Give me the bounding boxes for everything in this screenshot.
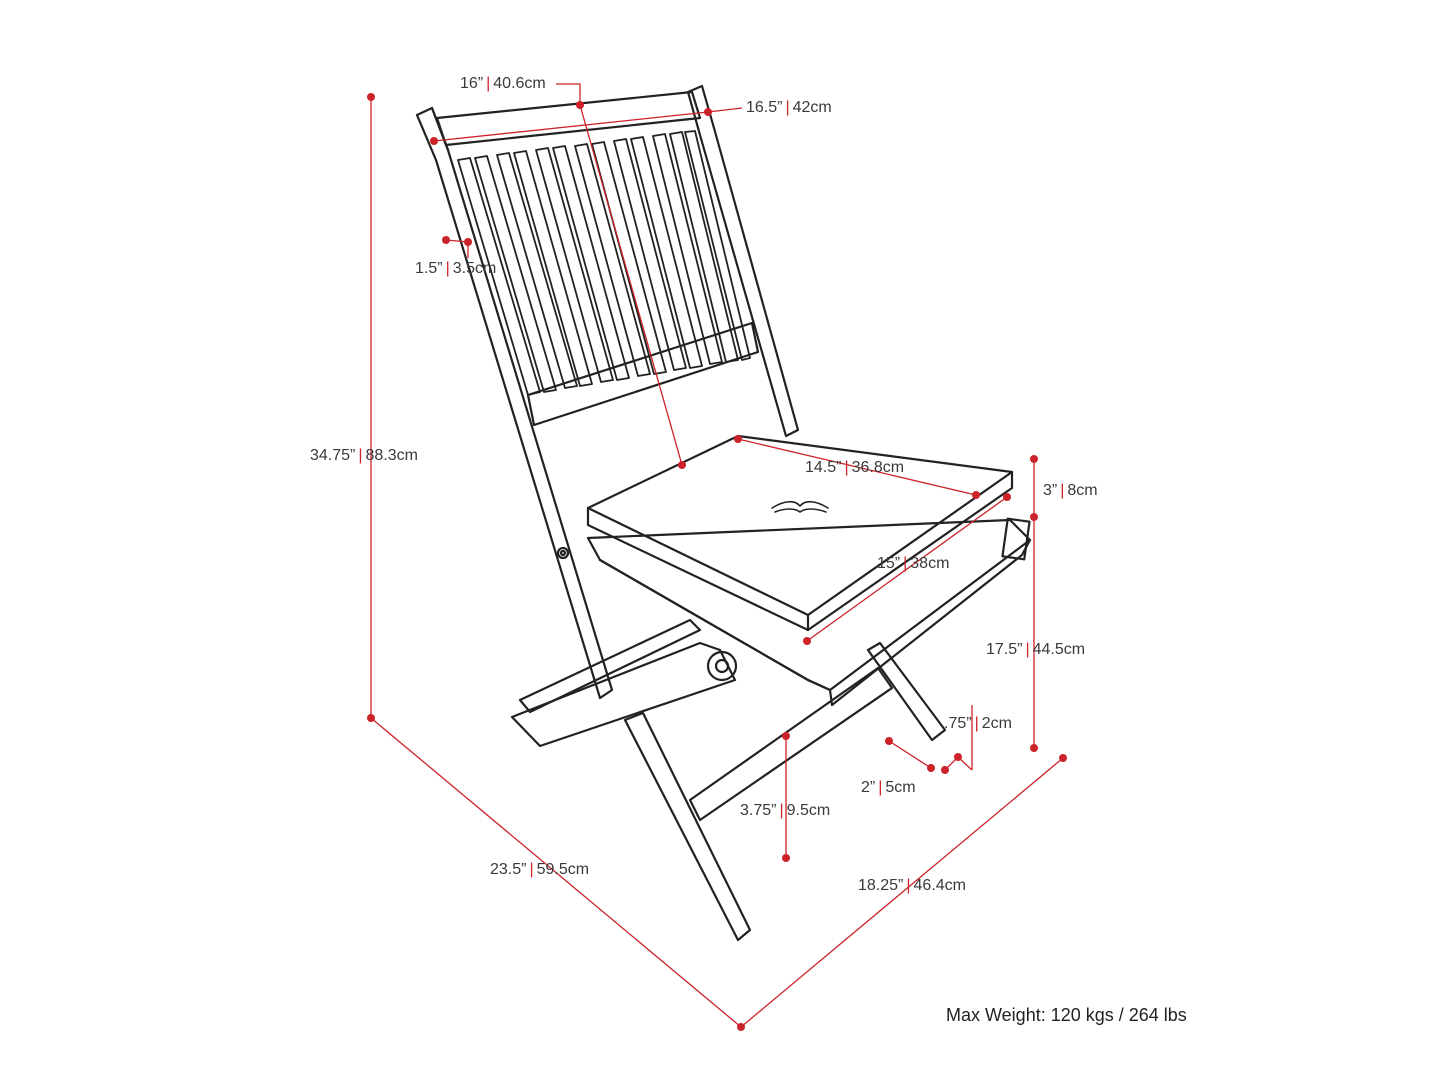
dim-imperial: 18.25”	[858, 877, 904, 894]
dim-imperial: 14.5”	[805, 459, 842, 476]
separator: |	[358, 447, 363, 464]
dim-total-depth: 23.5”|59.5cm	[490, 861, 589, 879]
separator: |	[785, 99, 790, 116]
top-rail	[435, 90, 702, 147]
dim-cushion-thickness: 3”|8cm	[1043, 482, 1098, 500]
separator: |	[779, 802, 784, 819]
dim-total-height: 34.75”|88.3cm	[310, 447, 418, 465]
dim-metric: 42cm	[792, 99, 832, 116]
separator: |	[529, 861, 534, 878]
dim-imperial: 23.5”	[490, 861, 527, 878]
separator: |	[1025, 641, 1030, 658]
dim-metric: 8cm	[1067, 482, 1098, 499]
dim-imperial: 15”	[877, 555, 901, 572]
separator: |	[878, 779, 883, 796]
dim-seat-height: 17.5”|44.5cm	[986, 641, 1085, 659]
dim-imperial: 34.75”	[310, 447, 356, 464]
dim-imperial: .75”	[944, 715, 972, 732]
rear-lower-leg	[866, 641, 947, 742]
dim-slat-gap: .75”|2cm	[944, 715, 1012, 733]
dim-top-width: 16”|40.6cm	[460, 75, 546, 93]
dim-metric: 38cm	[910, 555, 950, 572]
dim-metric: 44.5cm	[1032, 641, 1086, 658]
dim-total-width: 18.25”|46.4cm	[858, 877, 966, 895]
dim-metric: 88.3cm	[365, 447, 418, 464]
dim-imperial: 2”	[861, 779, 876, 796]
dim-imperial: 1.5”	[415, 260, 443, 277]
dim-stretcher-height: 3.75”|9.5cm	[740, 802, 830, 820]
side-bracket	[510, 641, 737, 748]
lower-stretcher	[688, 666, 894, 822]
separator: |	[844, 459, 849, 476]
dim-imperial: 3.75”	[740, 802, 777, 819]
dim-imperial: 16”	[460, 75, 484, 92]
dim-slat-width: 2”|5cm	[861, 779, 916, 797]
front-lower-leg	[623, 711, 752, 942]
dim-metric: 3.5cm	[452, 260, 497, 277]
back-left-post	[415, 106, 614, 700]
dim-leg-thickness: 1.5”|3.5cm	[415, 260, 496, 278]
dim-imperial: 3”	[1043, 482, 1058, 499]
separator: |	[445, 260, 450, 277]
separator: |	[906, 877, 911, 894]
dim-metric: 2cm	[981, 715, 1012, 732]
dimension-lines	[367, 83, 1067, 1031]
seat-frame	[586, 518, 1032, 692]
separator: |	[1060, 482, 1065, 499]
max-weight-note: Max Weight: 120 kgs / 264 lbs	[946, 1005, 1187, 1025]
chair-outline	[415, 84, 1032, 942]
dim-metric: 36.8cm	[851, 459, 905, 476]
dim-backrest-width: 16.5”|42cm	[746, 99, 832, 117]
separator: |	[486, 75, 491, 92]
dim-metric: 9.5cm	[786, 802, 831, 819]
dim-imperial: 16.5”	[746, 99, 783, 116]
lower-back-rail	[526, 321, 760, 427]
dim-metric: 59.5cm	[536, 861, 590, 878]
dim-cushion-depth: 15”|38cm	[877, 555, 949, 573]
back-right-post	[686, 84, 800, 438]
dim-metric: 5cm	[885, 779, 916, 796]
separator: |	[903, 555, 908, 572]
backrest-slats	[457, 130, 751, 396]
dim-cushion-width: 14.5”|36.8cm	[805, 459, 904, 477]
dim-imperial: 17.5”	[986, 641, 1023, 658]
separator: |	[974, 715, 979, 732]
dim-metric: 40.6cm	[493, 75, 546, 92]
dim-metric: 46.4cm	[913, 877, 966, 894]
